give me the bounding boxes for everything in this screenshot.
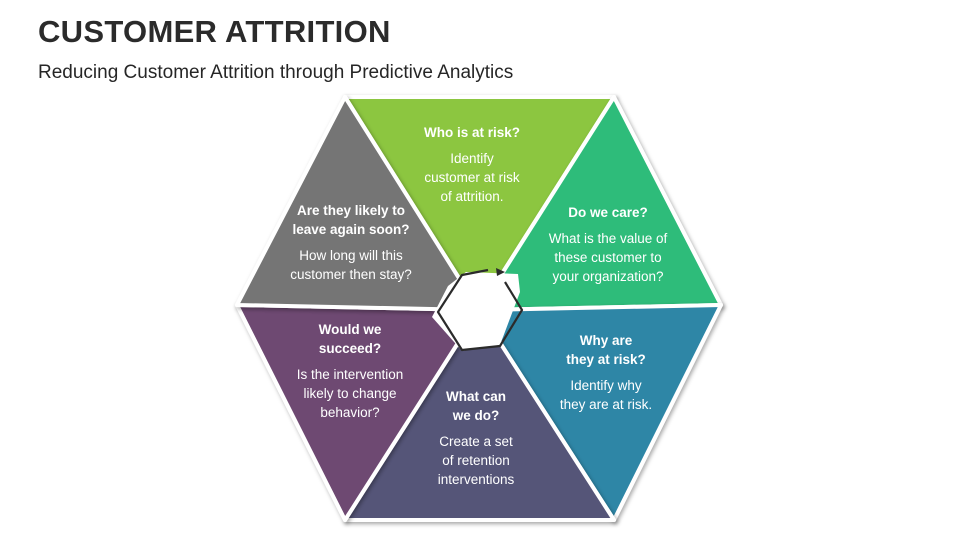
segment-top-detail: of attrition. <box>440 189 503 204</box>
segment-bottom-question: we do? <box>452 408 500 423</box>
page-title: CUSTOMER ATTRITION <box>38 14 391 49</box>
segment-bottom-detail: of retention <box>442 453 510 468</box>
segment-lower-right-detail: they are at risk. <box>560 397 652 412</box>
segment-top-question: Who is at risk? <box>424 125 520 140</box>
segment-upper-left-question: Are they likely to <box>297 203 405 218</box>
segment-top-detail: Identify <box>450 151 494 166</box>
segment-lower-left-detail: behavior? <box>320 405 379 420</box>
segment-lower-left-question: Would we <box>319 322 382 337</box>
segment-lower-right-question: Why are <box>580 333 633 348</box>
segment-top-detail: customer at risk <box>424 170 520 185</box>
segment-bottom-detail: Create a set <box>439 434 513 449</box>
segment-lower-left-detail: likely to change <box>303 386 396 401</box>
segment-lower-left-detail: Is the intervention <box>297 367 404 382</box>
segment-upper-right-detail: your organization? <box>552 269 663 284</box>
segment-bottom-question: What can <box>446 389 506 404</box>
segment-lower-right-question: they at risk? <box>566 352 646 367</box>
segment-upper-right-detail: these customer to <box>554 250 661 265</box>
segment-upper-right-question: Do we care? <box>568 205 648 220</box>
page-subtitle: Reducing Customer Attrition through Pred… <box>38 62 514 83</box>
segment-upper-left-shape <box>235 95 481 312</box>
segment-lower-left: Would we succeed? Is the intervention likel… <box>235 303 481 522</box>
segment-upper-left-detail: customer then stay? <box>290 267 412 282</box>
segment-upper-left: Are they likely to leave again soon? How l… <box>235 95 481 312</box>
segment-lower-right: Why are they at risk? Identify why they are… <box>477 303 723 522</box>
segment-upper-left-detail: How long will this <box>299 248 403 263</box>
segment-lower-right-detail: Identify why <box>570 378 642 393</box>
segment-bottom-detail: interventions <box>438 472 515 487</box>
center-cycle-icon <box>432 268 524 352</box>
segment-upper-left-question: leave again soon? <box>292 222 409 237</box>
segment-upper-right-detail: What is the value of <box>549 231 668 246</box>
segment-lower-left-question: succeed? <box>319 341 381 356</box>
